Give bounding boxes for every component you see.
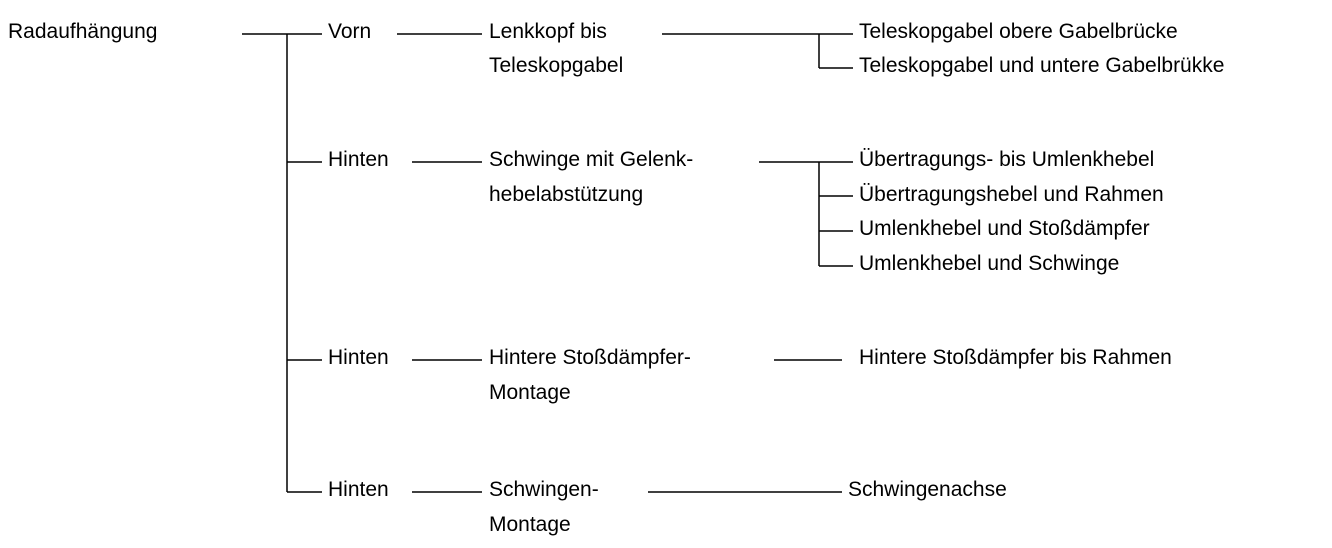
branch-2-detail-2: Übertragungshebel und Rahmen [859, 183, 1164, 206]
root-label: Radaufhängung [8, 20, 158, 43]
branch-1-position: Vorn [328, 20, 372, 43]
branch-2-detail-4: Umlenkhebel und Schwinge [859, 252, 1120, 275]
branch-4-component-line-2: Montage [489, 513, 571, 536]
branch-2-component-line-1: Schwinge mit Gelenk- [489, 148, 694, 171]
branch-4-position: Hinten [328, 478, 389, 501]
branch-3-detail-1: Hintere Stoßdämpfer bis Rahmen [859, 346, 1172, 369]
branch-1-component-line-1: Lenkkopf bis [489, 20, 607, 43]
branch-2-position: Hinten [328, 148, 389, 171]
branch-4-detail-1: Schwingenachse [848, 478, 1007, 501]
branch-2-component-line-2: hebelabstützung [489, 183, 644, 206]
branch-4-component-line-1: Schwingen- [489, 478, 599, 501]
branch-1-component-line-2: Teleskopgabel [489, 54, 624, 77]
branch-3-component-line-2: Montage [489, 381, 571, 404]
branch-3-position: Hinten [328, 346, 389, 369]
branch-1-detail-2: Teleskopgabel und untere Gabelbrükke [859, 54, 1225, 77]
branch-3-component-line-1: Hintere Stoßdämpfer- [489, 346, 691, 369]
branch-1-detail-1: Teleskopgabel obere Gabelbrücke [859, 20, 1178, 43]
branch-2-detail-1: Übertragungs- bis Umlenkhebel [859, 148, 1155, 171]
branch-2-detail-3: Umlenkhebel und Stoßdämpfer [859, 217, 1150, 240]
